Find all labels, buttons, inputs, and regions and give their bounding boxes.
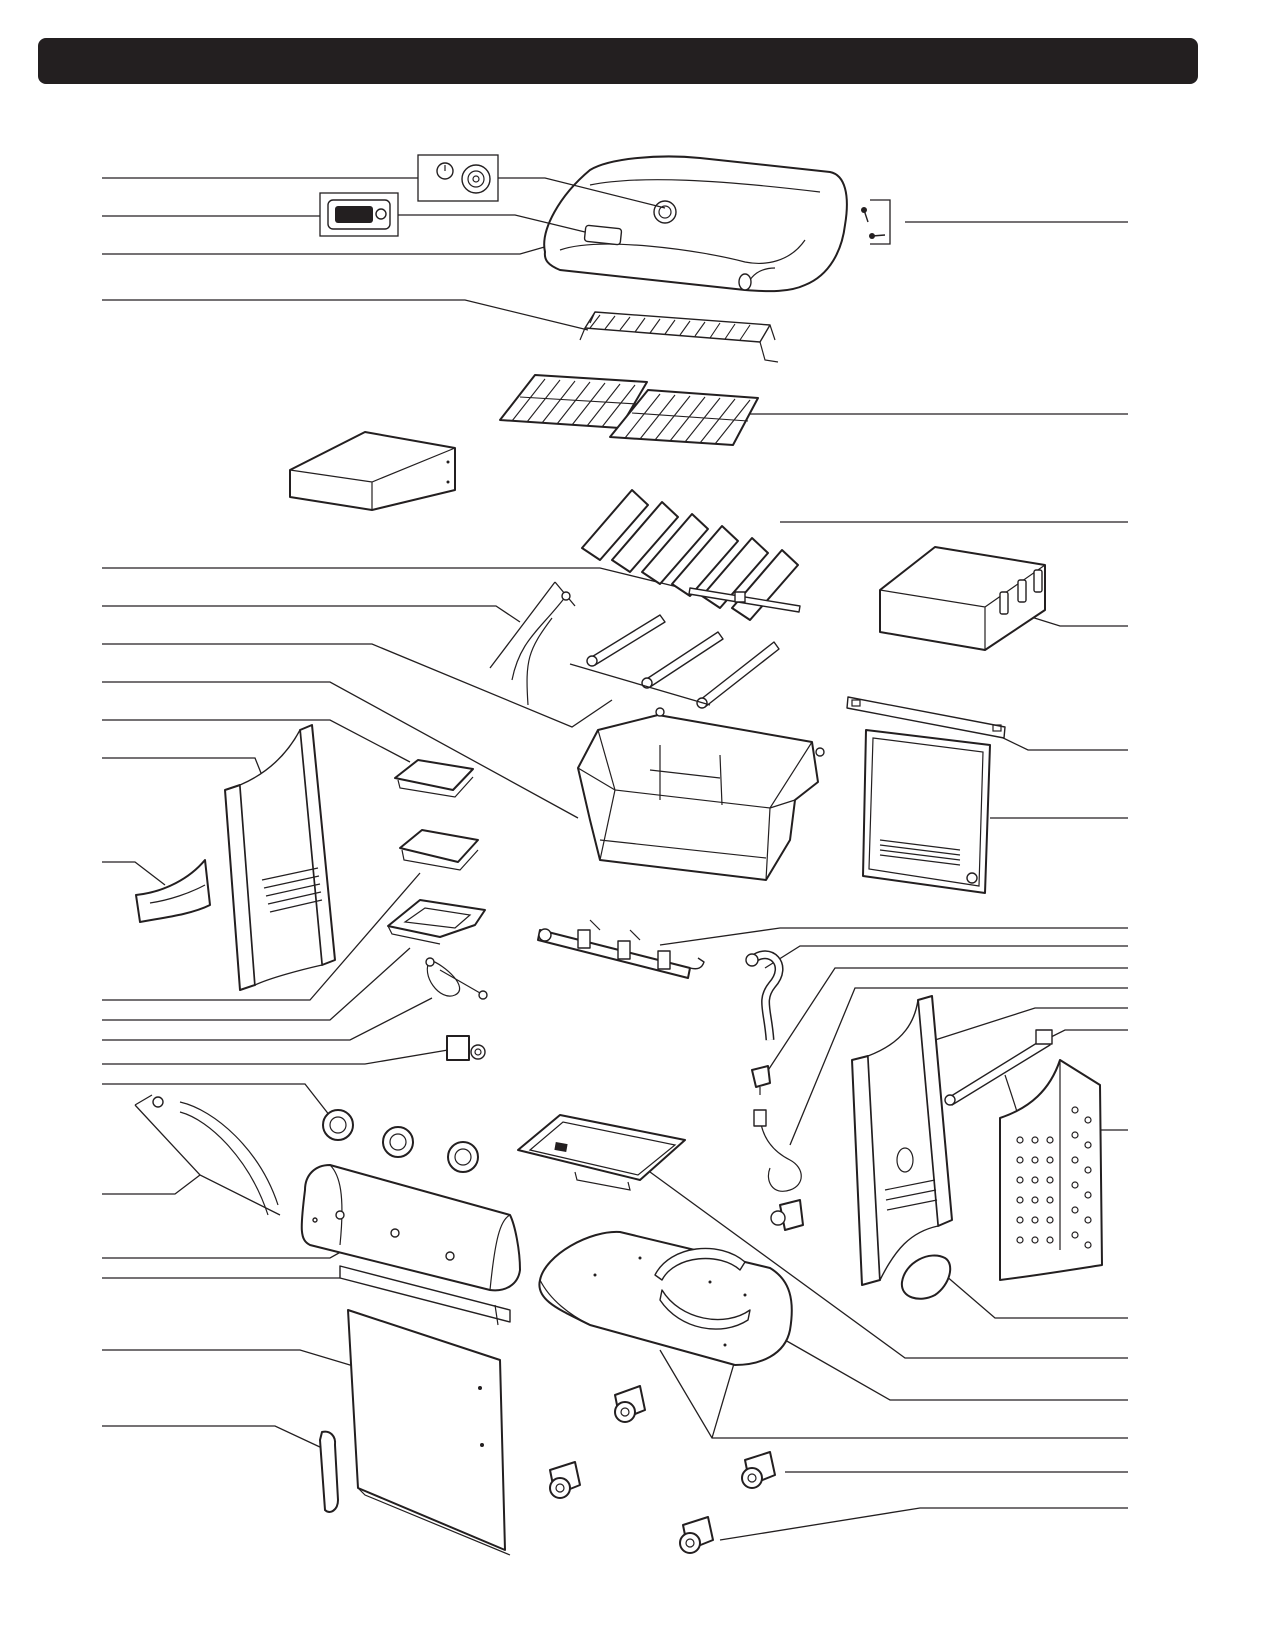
gas-hose — [745, 950, 784, 1041]
leader-igniter-module — [102, 1049, 449, 1065]
leader-igniter-electrode — [102, 997, 433, 1041]
shelf-ring — [654, 1247, 751, 1330]
side-table-left — [289, 431, 456, 511]
igniter-electrode — [425, 957, 488, 1000]
control-panel — [300, 1164, 521, 1292]
leader-catch-pan-holder — [102, 947, 411, 1021]
cookbox — [577, 707, 825, 881]
leader-burner-tubes — [102, 643, 613, 728]
manifold — [537, 919, 705, 979]
leader-tank-shroud-cap — [944, 1274, 1128, 1319]
leader-regulator-bracket — [764, 967, 1128, 1076]
igniter-module — [446, 1035, 486, 1061]
leader-igniter-wire-a — [102, 605, 521, 623]
burner-tubes — [569, 614, 780, 709]
igniter-wire-b — [134, 1094, 281, 1216]
tank-shroud — [999, 1059, 1103, 1281]
leader-lid — [102, 245, 549, 255]
leader-lines — [102, 177, 1128, 1541]
rear-panel — [862, 729, 991, 894]
leader-rear-crossbrace — [994, 733, 1128, 751]
leader-side-table-right — [1027, 615, 1128, 627]
regulator-bracket — [751, 1065, 771, 1095]
leader-bottom-shelf — [784, 1339, 1128, 1401]
igniter-wire-a — [489, 581, 576, 706]
leader-gas-hose — [764, 945, 1128, 969]
leader-tank-scale-arm — [1044, 1029, 1128, 1041]
lid — [543, 155, 848, 293]
leader-left-frame-bracket — [102, 861, 166, 886]
slide-out-tray — [517, 1114, 686, 1191]
catch-pan-liner — [399, 829, 479, 871]
leader-slide-out-tray — [649, 1171, 1128, 1359]
front-panel-bracket — [339, 1265, 511, 1326]
caster-shelf — [614, 1385, 646, 1423]
side-table-right — [879, 546, 1046, 651]
leader-cookbox — [102, 681, 579, 819]
regulator-hose — [753, 1109, 804, 1231]
tank-scale-arm — [944, 1029, 1053, 1116]
door-handle — [319, 1430, 339, 1513]
leader-burner-knobs — [102, 1083, 331, 1117]
leader-right-frame — [934, 1007, 1128, 1041]
caster-front — [741, 1451, 776, 1489]
thermometer — [417, 154, 666, 209]
warming-rack — [579, 311, 779, 363]
cooking-grates — [499, 374, 759, 446]
right-frame — [851, 995, 953, 1286]
header-bar — [38, 38, 1198, 84]
tank-shroud-cap — [900, 1254, 952, 1300]
rear-crossbrace — [846, 696, 1006, 739]
left-frame — [224, 724, 336, 991]
leader-catch-pan — [102, 719, 411, 763]
leader-warming-rack — [102, 299, 589, 331]
leader-door — [102, 1349, 361, 1369]
leader-manifold — [659, 927, 1128, 946]
caster-rear — [679, 1516, 714, 1554]
caster-left — [549, 1461, 581, 1499]
leader-caster-rear — [719, 1507, 1128, 1541]
leader-door-handle — [102, 1425, 323, 1449]
crossover-tube — [688, 587, 801, 613]
leader-crossover-tube — [102, 567, 691, 591]
lid-hardware — [861, 199, 891, 245]
burner-knobs — [322, 1109, 479, 1173]
logo-badge — [319, 192, 586, 237]
left-frame-bracket — [135, 859, 211, 923]
leader-regulator-hose — [789, 987, 1128, 1146]
door — [347, 1309, 511, 1556]
catch-pan-holder — [387, 899, 486, 945]
leader-igniter-wire-b — [102, 1174, 201, 1195]
catch-pan — [394, 759, 474, 798]
leader-catch-pan-liner — [102, 872, 421, 1001]
